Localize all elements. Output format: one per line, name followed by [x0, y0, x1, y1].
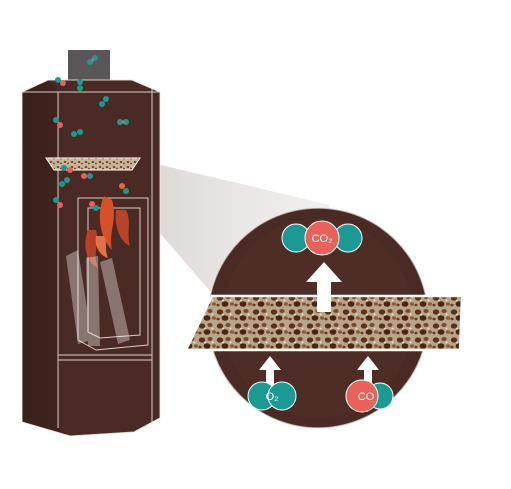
molecule-icon	[81, 173, 93, 179]
fire-icon	[85, 196, 130, 268]
porous-filter	[184, 294, 464, 352]
co-label: CO	[358, 391, 375, 403]
up-arrow-icon	[357, 356, 379, 388]
molecule-icon	[119, 183, 129, 194]
o2-label: O₂	[266, 391, 279, 403]
stove	[21, 50, 161, 437]
o2-molecule: O₂	[247, 381, 297, 411]
molecule-icon	[71, 129, 83, 137]
molecule-icon	[53, 197, 63, 208]
molecule-icon	[55, 77, 66, 86]
up-arrow-icon	[306, 262, 342, 312]
molecule-icon	[59, 177, 70, 187]
co-molecule: CO	[345, 379, 394, 413]
molecule-icon	[53, 117, 63, 128]
molecule-icon	[89, 201, 99, 211]
small-molecules	[53, 55, 129, 211]
stove-outline	[21, 79, 161, 437]
molecule-icon	[99, 96, 109, 107]
molecule-icon	[117, 119, 129, 125]
firebox-door	[77, 197, 149, 351]
molecule-icon	[87, 55, 98, 65]
stove-filter-plate	[45, 157, 141, 171]
co2-label: CO₂	[312, 233, 333, 245]
firewood	[66, 250, 130, 346]
up-arrow-icon	[259, 356, 281, 388]
molecule-icon	[77, 79, 83, 91]
co2-molecule: CO₂	[281, 220, 363, 256]
stove-front-panel	[48, 80, 160, 436]
flue-pipe	[68, 50, 110, 80]
molecule-icon	[61, 165, 73, 173]
